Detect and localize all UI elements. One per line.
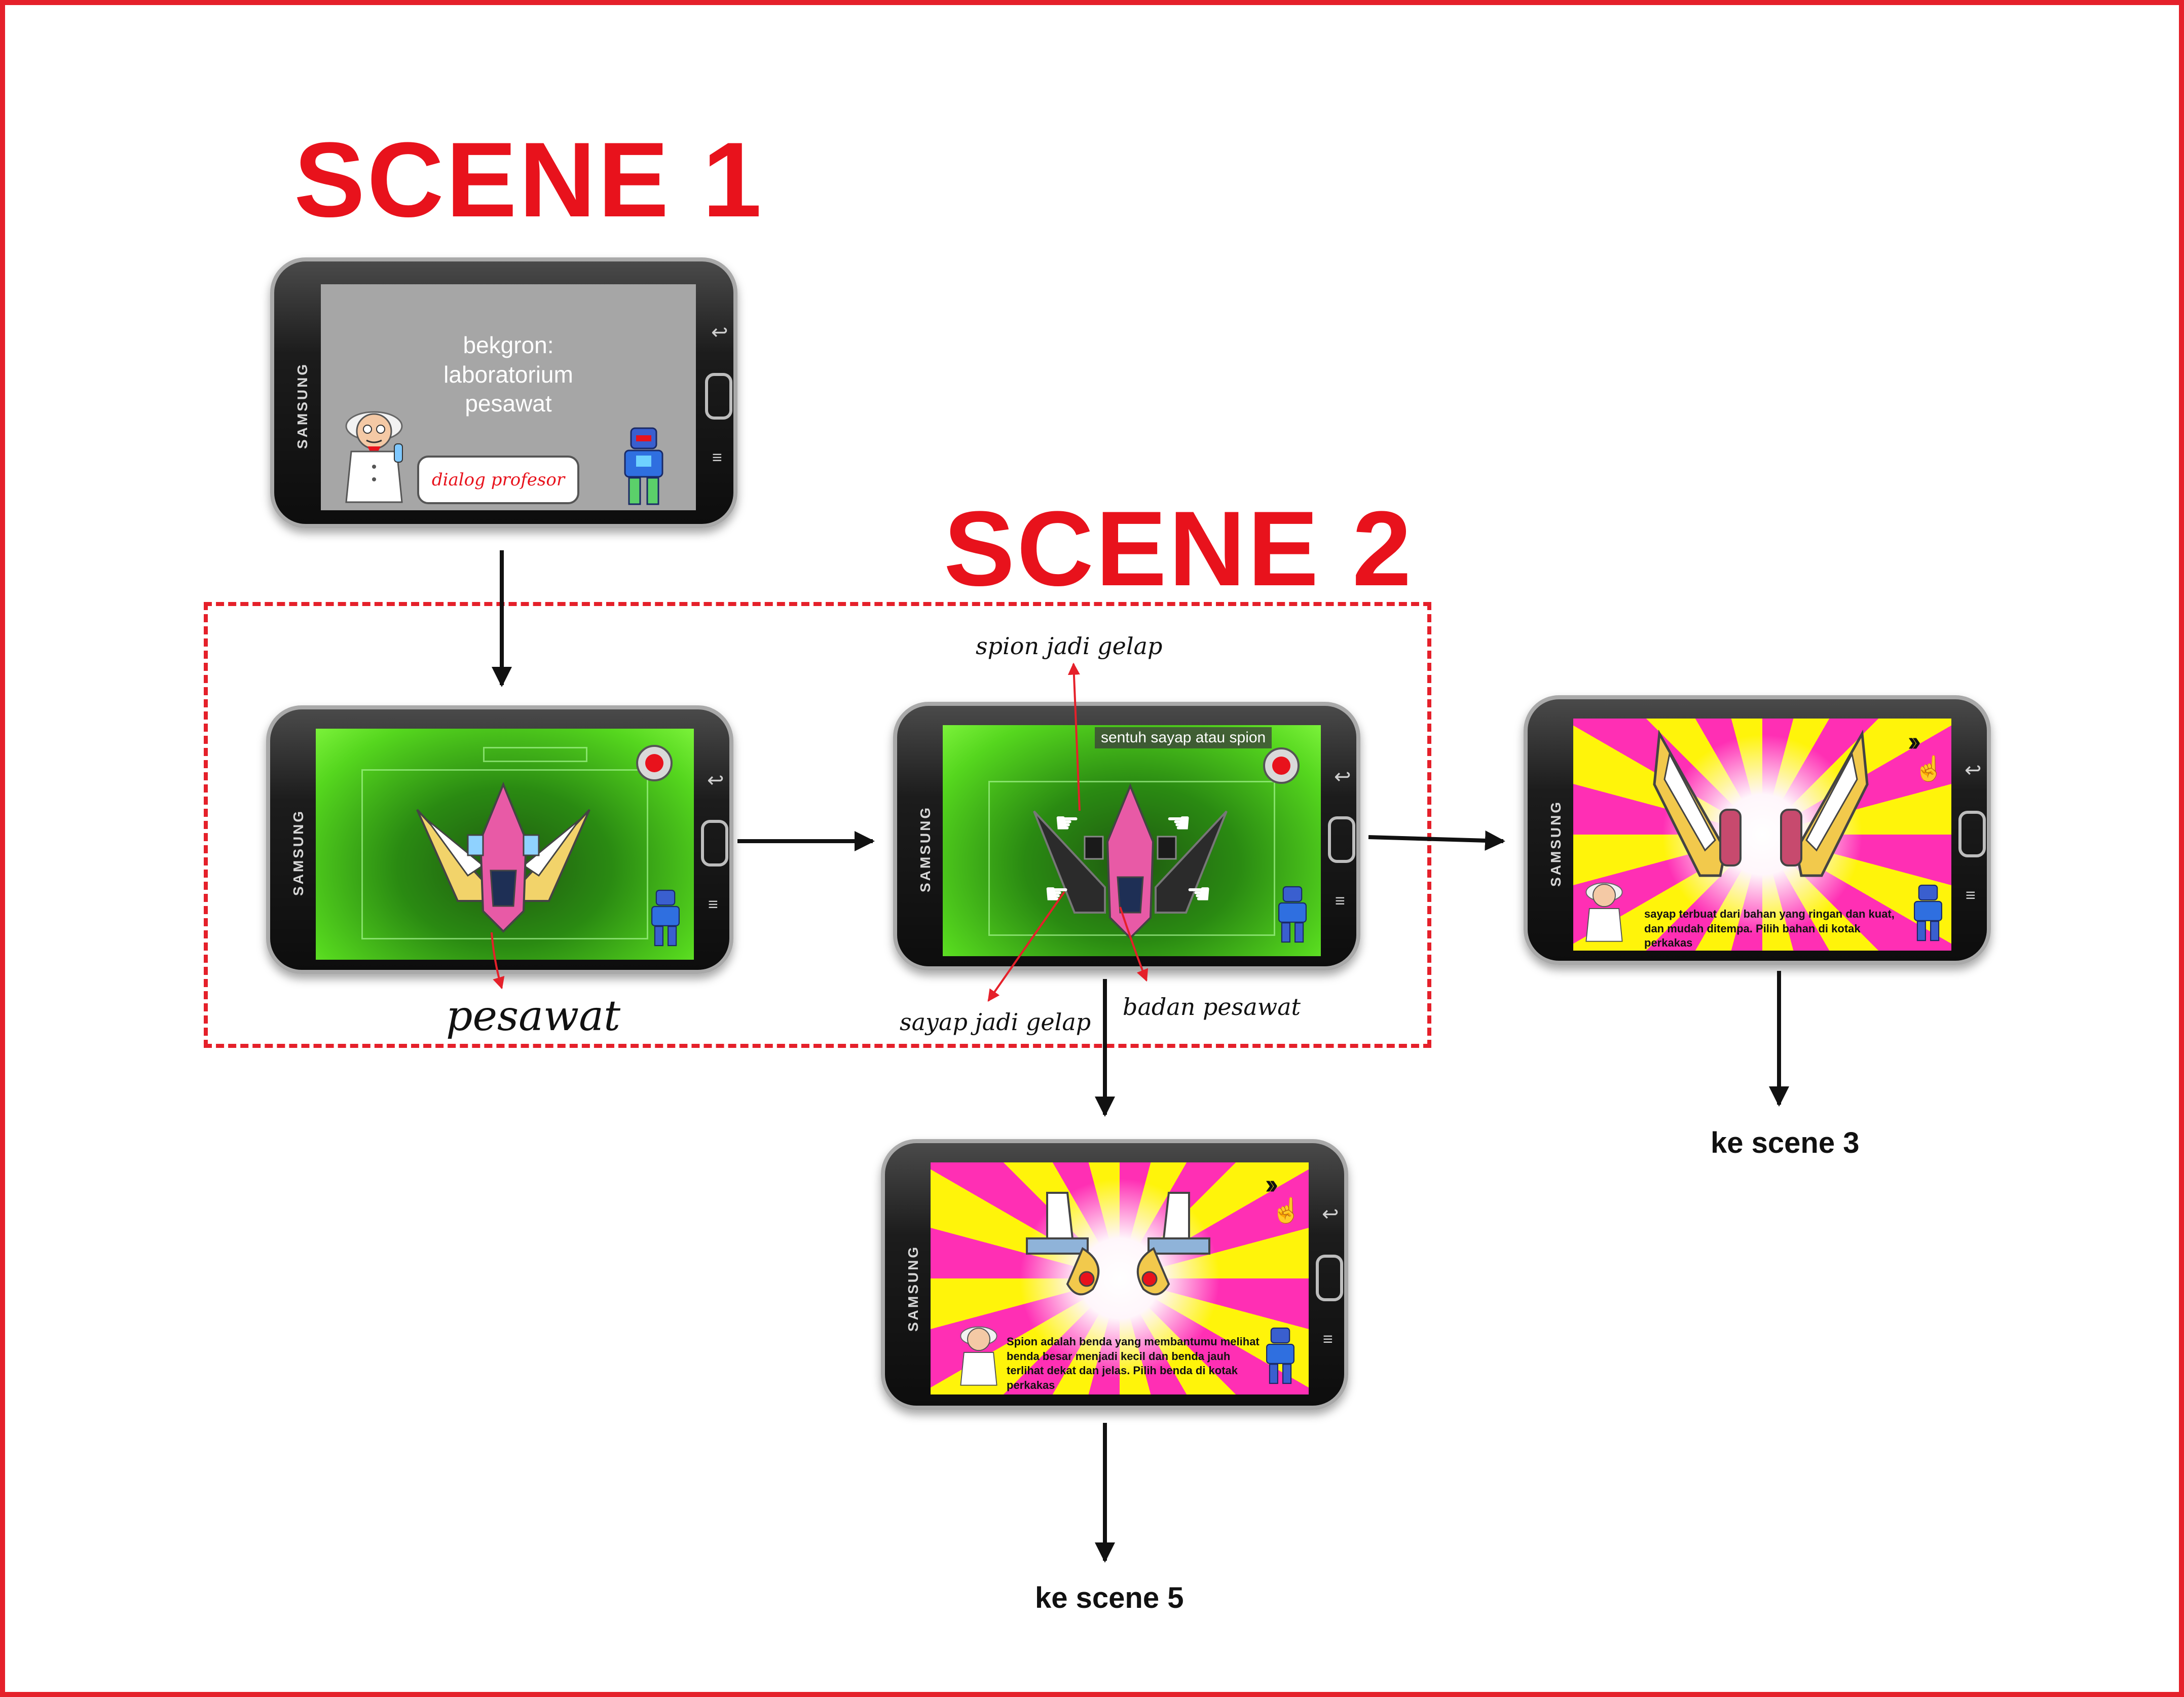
phone-scene-2-plane: SAMSUNG ↩ ≡ — [266, 705, 733, 974]
mirrors-caption: Spion adalah benda yang membantumu melih… — [1007, 1335, 1260, 1391]
device-brand: SAMSUNG — [290, 809, 306, 896]
phone-wings: SAMSUNG ›› ☝ sayap terbuat dari bahan ya… — [1524, 695, 1991, 965]
label-sayap-gelap: sayap jadi gelap — [900, 1008, 1091, 1036]
home-button[interactable] — [701, 820, 728, 866]
background-note: bekgron: laboratorium pesawat — [427, 331, 589, 419]
robot-character — [624, 427, 663, 505]
menu-icon[interactable]: ≡ — [1323, 1330, 1333, 1349]
back-icon[interactable]: ↩ — [711, 321, 728, 344]
hud-bar — [483, 747, 587, 762]
robot-character — [1914, 884, 1942, 941]
professor-dialog-bubble: dialog profesor — [417, 456, 579, 504]
menu-icon[interactable]: ≡ — [1966, 886, 1976, 905]
back-icon[interactable]: ↩ — [1965, 759, 1982, 781]
touch-prompt: sentuh sayap atau spion — [1095, 727, 1272, 748]
background-note-text: bekgron: laboratorium pesawat — [443, 332, 573, 417]
alarm-button — [1263, 747, 1300, 784]
wings-screen: ›› ☝ sayap terbuat dari bahan yang ringa… — [1573, 719, 1951, 951]
pointer-hand-icon: ☝ — [1914, 756, 1944, 782]
pointer-hand-icon: ☛ — [1054, 807, 1080, 839]
next-scene-5-label: ke scene 5 — [1035, 1581, 1184, 1614]
hud-frame — [361, 769, 648, 939]
phone-mirrors: SAMSUNG ›› ☝ Spion adalah benda yang mem… — [881, 1139, 1348, 1410]
scene-1-screen: bekgron: laboratorium pesawat dialog pro… — [321, 284, 696, 510]
next-scene-3-label: ke scene 3 — [1711, 1126, 1860, 1159]
label-pesawat: pesawat — [446, 992, 621, 1040]
mirrors-screen: ›› ☝ Spion adalah benda yang membantumu … — [931, 1162, 1309, 1394]
fast-forward-icon[interactable]: ›› — [1908, 726, 1921, 757]
phone-scene-2-touch: SAMSUNG sentuh sayap atau spion ☛ ☚ ☛ ☚ … — [893, 702, 1360, 970]
menu-icon[interactable]: ≡ — [1335, 891, 1345, 911]
scene-2-group-box — [204, 602, 1431, 1048]
phone-scene-1: SAMSUNG bekgron: laboratorium pesawat di… — [270, 257, 737, 528]
scene-1-title: SCENE 1 — [294, 120, 764, 239]
professor-character — [960, 1326, 997, 1386]
professor-character — [345, 411, 403, 503]
robot-character — [1266, 1327, 1294, 1384]
home-button[interactable] — [705, 373, 732, 420]
device-brand: SAMSUNG — [1548, 800, 1564, 887]
scene-2-screen — [316, 729, 694, 960]
pointer-hand-icon: ☛ — [1044, 878, 1070, 910]
pointer-hand-icon: ☝ — [1271, 1197, 1302, 1224]
professor-character — [1585, 882, 1623, 942]
pointer-hand-icon: ☚ — [1186, 878, 1212, 910]
menu-icon[interactable]: ≡ — [708, 895, 718, 914]
robot-character — [651, 889, 680, 947]
device-brand: SAMSUNG — [294, 362, 310, 449]
pointer-hand-icon: ☚ — [1166, 807, 1192, 839]
device-brand: SAMSUNG — [917, 805, 933, 892]
back-icon[interactable]: ↩ — [707, 769, 724, 791]
label-spion-gelap: spion jadi gelap — [976, 632, 1163, 660]
alarm-button — [636, 745, 673, 781]
professor-dialog-text: dialog profesor — [431, 470, 565, 490]
mirror-illustration — [1026, 1192, 1210, 1296]
label-badan-pesawat: badan pesawat — [1123, 993, 1301, 1021]
wing-illustration — [1653, 729, 1869, 877]
home-button[interactable] — [1328, 816, 1355, 863]
back-icon[interactable]: ↩ — [1322, 1203, 1339, 1225]
back-icon[interactable]: ↩ — [1334, 766, 1351, 788]
scene-2-title: SCENE 2 — [944, 489, 1414, 608]
robot-character — [1278, 886, 1307, 943]
touch-screen: sentuh sayap atau spion ☛ ☚ ☛ ☚ — [943, 725, 1321, 956]
device-brand: SAMSUNG — [905, 1245, 921, 1332]
plane-illustration — [416, 781, 590, 933]
home-button[interactable] — [1958, 811, 1986, 857]
home-button[interactable] — [1316, 1255, 1343, 1301]
menu-icon[interactable]: ≡ — [712, 448, 722, 467]
fast-forward-icon[interactable]: ›› — [1265, 1169, 1278, 1199]
wings-caption: sayap terbuat dari bahan yang ringan dan… — [1644, 908, 1895, 950]
